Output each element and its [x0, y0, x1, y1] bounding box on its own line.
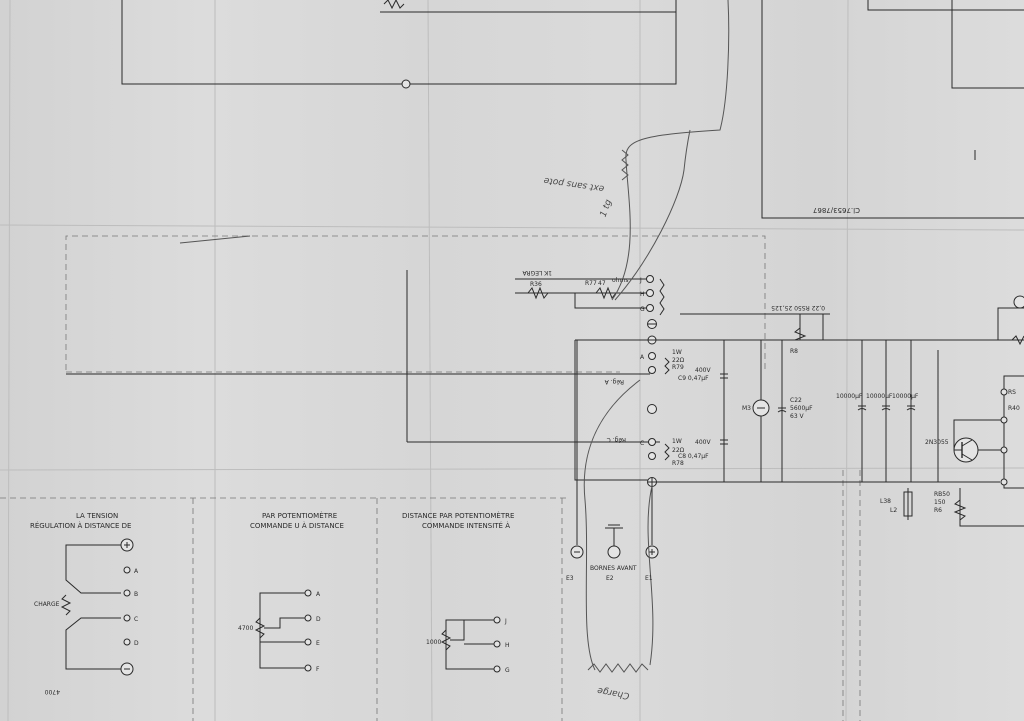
label-r36: R36 [530, 281, 542, 288]
label-rb: RB50 [934, 491, 950, 498]
label-p1-c: C [134, 616, 138, 623]
panel-i-command [440, 616, 501, 673]
label-p2-d: D [316, 616, 321, 623]
label-p2-a: A [316, 591, 321, 598]
label-r8: R8 [790, 348, 798, 355]
label-c22-val: 5600µF [790, 405, 813, 412]
label-p2-f: F [316, 666, 320, 673]
label-charge: CHARGE [34, 601, 60, 608]
label-r77: R77 [585, 280, 597, 287]
label-e2: E2 [606, 575, 614, 582]
label-p3-j: J [504, 618, 507, 625]
label-r150: 150 [934, 499, 946, 506]
label-term-j: J [639, 277, 642, 284]
label-c6-val: 10000µF [892, 393, 919, 400]
label-p1-d: D [134, 640, 139, 647]
label-r6: R6 [934, 507, 942, 514]
panel-voltage-regulation [60, 538, 134, 676]
label-c22-v: 63 V [790, 413, 805, 420]
label-rs: RS [1008, 389, 1016, 396]
panel3-title-line2: DISTANCE PAR POTENTIOMÈTRE [402, 511, 514, 520]
label-c4-val: 10000µF [836, 393, 863, 400]
panel-u-command [254, 589, 312, 672]
label-m3: M3 [742, 405, 751, 412]
label-c9-v: 400V [695, 367, 711, 374]
label-term-g: G [640, 306, 645, 313]
note-1-tg: 1 tg [599, 198, 615, 218]
label-reg-a: Rég. A [604, 378, 624, 385]
label-ohms: ohms [612, 277, 628, 284]
label-pot-4700b: 4700 [45, 688, 60, 695]
label-c9: C9 0,47µF [678, 375, 709, 382]
pencil-wiring [179, 0, 730, 673]
terminal-strip [646, 275, 670, 487]
label-l38: L38 [880, 498, 891, 505]
panel2-title-line1: COMMANDE U À DISTANCE [250, 521, 344, 530]
label-p3-h: H [505, 642, 510, 649]
label-r78-val: 22Ω [672, 447, 685, 454]
label-r78-w: 1W [672, 438, 682, 445]
rotated-labels: Cl.7653/7867 1K LEGRA 0,22 RS50 25,125 R… [45, 206, 860, 695]
panel3-title-line1: COMMANDE INTENSITÉ À [422, 521, 510, 530]
label-r78: R78 [672, 460, 684, 467]
control-wiring [66, 270, 660, 481]
label-l2: L2 [890, 507, 897, 514]
label-term-c: C [640, 440, 644, 447]
label-resistor-022: 0,22 RS50 25,125 [771, 304, 825, 311]
panel1-title-line1: RÉGULATION À DISTANCE DE [30, 521, 131, 530]
label-e3: E3 [566, 575, 574, 582]
label-r79-val: 22Ω [672, 357, 685, 364]
label-ref-number: Cl.7653/7867 [813, 206, 860, 214]
label-c5-val: 10000µF [866, 393, 893, 400]
panel2-title-line2: PAR POTENTIOMÈTRE [262, 511, 337, 520]
front-terminals [570, 340, 659, 559]
label-c8-v: 400V [695, 439, 711, 446]
label-pot-4700a: 4700 [238, 625, 253, 632]
label-r77-val: 47 [598, 280, 606, 287]
transistor-stage [903, 375, 1024, 527]
panel1-title-line2: LA TENSION [76, 512, 118, 520]
power-wiring [575, 295, 1024, 483]
dashed-frames [0, 235, 861, 721]
label-r40: R40 [1008, 405, 1020, 412]
label-term-h: H [640, 291, 645, 298]
top-right-frame [761, 0, 1024, 219]
label-p1-b: B [134, 591, 138, 598]
label-r79: R79 [672, 364, 684, 371]
label-p2-e: E [316, 640, 320, 647]
top-left-frame [121, 0, 677, 89]
label-reg-c: Rég. C [607, 436, 626, 443]
note-charge: Charge [596, 685, 630, 701]
label-term-a: A [640, 354, 645, 361]
label-e1: E1 [645, 575, 653, 582]
label-p3-g: G [505, 667, 510, 674]
label-r79-w: 1W [672, 349, 682, 356]
label-bornes-avant: BORNES AVANT [590, 565, 637, 572]
label-transistor: 2N3055 [925, 439, 949, 446]
label-c8: C8 0,47µF [678, 453, 709, 460]
schematic-labels: R36 R77 47 ohms J H G R8 A C R79 1W 22Ω … [30, 277, 1020, 674]
label-c22: C22 [790, 397, 802, 404]
label-rk-legra: 1K LEGRA [522, 269, 552, 276]
label-p1-a: A [134, 568, 139, 575]
label-pot-1000: 1000 [426, 639, 441, 646]
note-ext-sans-pote: ext sans pote [543, 175, 605, 193]
